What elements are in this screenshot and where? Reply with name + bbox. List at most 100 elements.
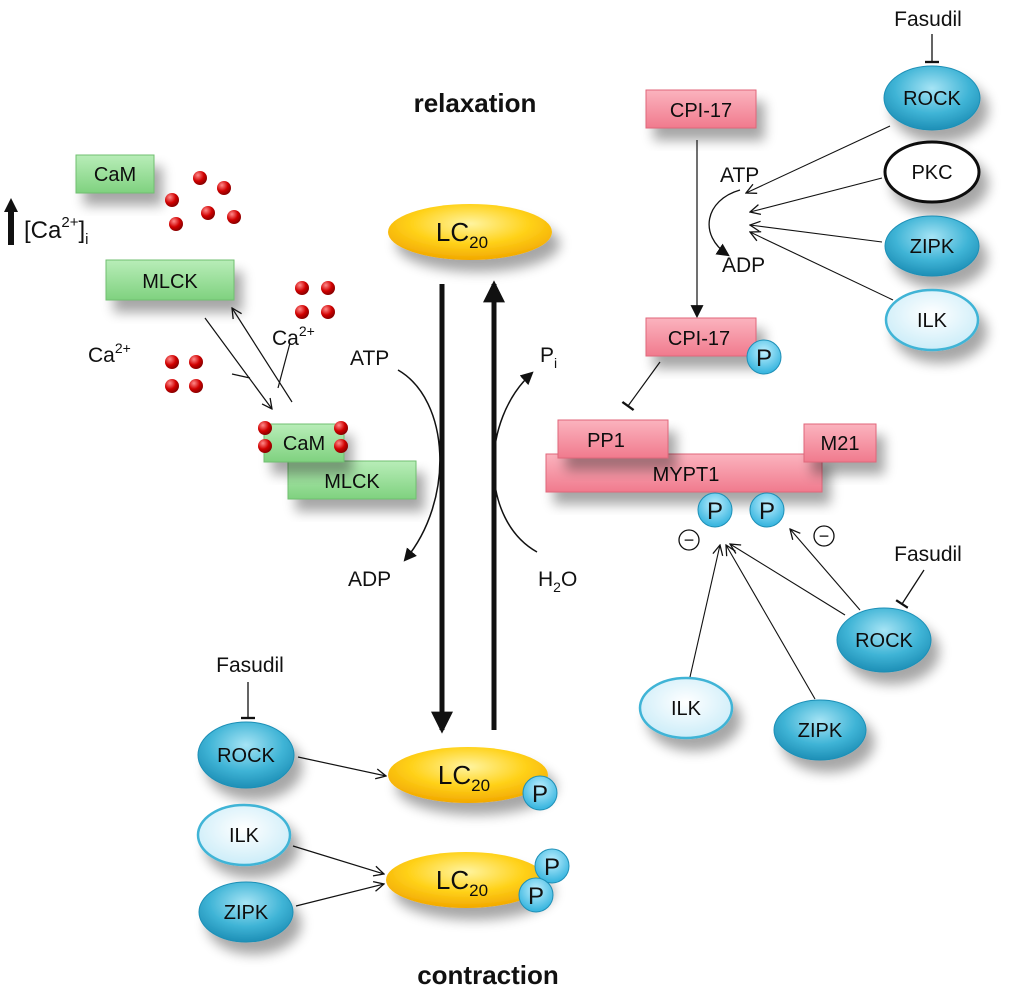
svg-text:CPI-17: CPI-17 <box>670 100 732 122</box>
fasudil-label-mid-right: Fasudil <box>894 543 962 566</box>
ilk-to-cpi17-arrow <box>750 232 894 301</box>
rock-node-top-right: ROCK <box>883 65 981 131</box>
svg-text:ILK: ILK <box>917 310 948 332</box>
svg-text:P: P <box>528 883 544 910</box>
lc20-phospho-badge: P <box>522 775 558 811</box>
svg-text:CPI-17: CPI-17 <box>668 328 730 350</box>
ca-ion-label-right: Ca2+ <box>272 323 315 350</box>
phospho-cpi17-box: CPI-17 <box>645 317 757 357</box>
atp-label-right: ATP <box>720 164 759 187</box>
lc20-phospho-badge-upper: P <box>534 848 570 884</box>
svg-text:ILK: ILK <box>671 698 702 720</box>
zipk-node-bottom-left: ZIPK <box>198 881 294 943</box>
svg-text:ZIPK: ZIPK <box>798 720 843 742</box>
svg-text:ZIPK: ZIPK <box>224 902 269 924</box>
svg-text:P: P <box>759 498 775 525</box>
pp1-box: PP1 <box>557 419 669 459</box>
ca-dots-cluster-left <box>165 355 203 393</box>
svg-text:P: P <box>532 781 548 808</box>
mypt1-phospho-badge-left: P <box>697 492 733 528</box>
svg-text:P: P <box>707 498 723 525</box>
rock-node-mid-right: ROCK <box>836 607 932 673</box>
zipk-to-lc20-arrow <box>295 884 384 907</box>
svg-text:P: P <box>544 854 560 881</box>
svg-text:ROCK: ROCK <box>855 630 913 652</box>
ilk-node-mid-right: ILK <box>638 676 734 740</box>
rock-node-bottom-left: ROCK <box>197 721 295 789</box>
m21-box: M21 <box>803 423 877 463</box>
zipk-to-cpi17-arrow <box>750 225 883 243</box>
svg-text:LC20: LC20 <box>438 760 490 795</box>
ca-release-tick-right <box>277 342 291 389</box>
svg-text:LC20: LC20 <box>436 865 488 900</box>
fasudil-inhibits-rock-mid-right <box>895 569 925 609</box>
mlck-to-complex-arrow <box>204 317 272 409</box>
cam-mlck-complex: MLCK CaM <box>258 421 417 500</box>
phospho-cpi17-inhibits-pp1 <box>621 361 661 412</box>
lc20-unphosphorylated: LC20 <box>388 204 552 260</box>
mypt1-box: MYPT1 <box>545 453 823 493</box>
pkc-to-cpi17-arrow <box>750 177 883 212</box>
rock-to-lc20-arrow <box>297 756 386 776</box>
cpi17-phospho-badge: P <box>746 339 782 375</box>
cam-box: CaM <box>75 154 155 194</box>
ca-dots-cluster-right <box>295 281 335 319</box>
rock-to-mypt1-left-arrow <box>730 544 846 616</box>
rock-to-mypt1-right-arrow <box>790 529 861 611</box>
lc20-phospho-badge-lower: P <box>518 877 554 913</box>
svg-text:M21: M21 <box>821 433 860 455</box>
zipk-node-mid-right: ZIPK <box>773 699 867 761</box>
contraction-heading: contraction <box>417 960 559 990</box>
cpi17-box: CPI-17 <box>645 89 757 129</box>
zipk-to-mypt1-arrow <box>726 545 816 700</box>
ilk-to-mypt1-arrow <box>689 545 720 678</box>
svg-text:[Ca2+]i: [Ca2+]i <box>24 214 88 248</box>
svg-text:ZIPK: ZIPK <box>910 236 955 258</box>
minus-badge-left: − <box>678 529 700 551</box>
atp-to-adp-curve-right <box>708 189 741 257</box>
svg-text:CaM: CaM <box>94 164 136 186</box>
ilk-node-bottom-left: ILK <box>196 803 292 867</box>
fasudil-label-bottom-left: Fasudil <box>216 654 284 677</box>
svg-text:ROCK: ROCK <box>903 88 961 110</box>
adp-label-center: ADP <box>348 568 391 591</box>
zipk-node-top-right: ZIPK <box>884 215 980 277</box>
atp-to-adp-curve <box>397 369 441 562</box>
svg-text:PKC: PKC <box>911 162 952 184</box>
relaxation-heading: relaxation <box>414 88 537 118</box>
svg-text:−: − <box>819 526 830 546</box>
complex-to-mlck-arrow <box>232 308 293 403</box>
lc20-diphosphorylated: LC20 <box>386 852 546 908</box>
up-arrow-icon <box>4 198 18 245</box>
complex-mlck-box: MLCK <box>287 460 417 500</box>
svg-text:LC20: LC20 <box>436 217 488 252</box>
ca-dots-cluster-top <box>165 171 241 231</box>
ca-binding-tick-left <box>231 373 251 379</box>
svg-text:MYPT1: MYPT1 <box>653 464 720 486</box>
svg-text:P: P <box>756 345 772 372</box>
lc20-monophosphorylated: LC20 <box>388 747 548 803</box>
minus-badge-right: − <box>813 525 835 547</box>
svg-text:ROCK: ROCK <box>217 745 275 767</box>
mypt1-phospho-badge-right: P <box>749 492 785 528</box>
pi-label: Pi <box>540 344 557 371</box>
fasudil-label-top-right: Fasudil <box>894 8 962 31</box>
h2o-to-pi-curve <box>492 371 538 553</box>
ilk-node-top-right: ILK <box>884 288 980 352</box>
h2o-label: H2O <box>538 568 577 595</box>
adp-label-right: ADP <box>722 254 765 277</box>
intracellular-calcium-label: [Ca2+]i <box>4 198 88 248</box>
rock-to-cpi17-arrow <box>746 125 891 193</box>
pkc-node: PKC <box>883 140 981 204</box>
svg-text:−: − <box>684 530 695 550</box>
atp-label-center: ATP <box>350 347 389 370</box>
ilk-to-lc20-arrow <box>292 845 384 874</box>
svg-text:PP1: PP1 <box>587 430 625 452</box>
complex-cam-box: CaM <box>263 423 345 463</box>
svg-text:MLCK: MLCK <box>142 271 198 293</box>
svg-text:ILK: ILK <box>229 825 260 847</box>
ca-ion-label-left: Ca2+ <box>88 340 131 367</box>
mlck-box: MLCK <box>105 259 235 301</box>
svg-text:CaM: CaM <box>283 433 325 455</box>
